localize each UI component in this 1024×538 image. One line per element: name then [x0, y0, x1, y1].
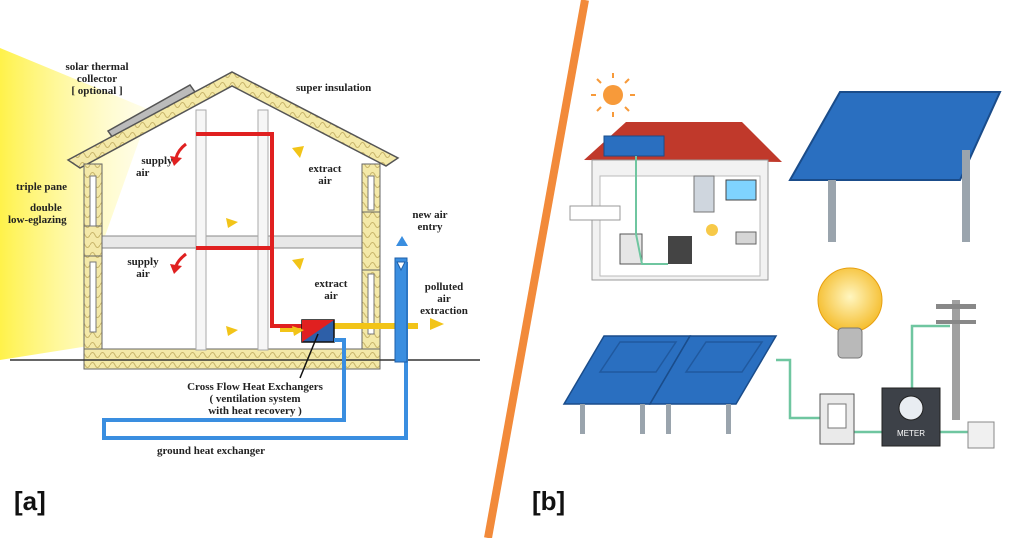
heat-exchanger-red-half: [302, 320, 334, 342]
label-line: new air: [412, 209, 448, 221]
label-super-insulation: super insulation: [296, 82, 372, 94]
array-panel-4: [684, 341, 764, 373]
supply-air-duct: [196, 132, 302, 328]
label-line: extraction: [420, 305, 468, 317]
meter-dial: [898, 395, 924, 421]
label-line: air: [324, 290, 338, 302]
interior-column-1: [195, 109, 207, 351]
extract-arrow-4: [226, 326, 238, 336]
label-line: air: [136, 167, 150, 179]
new-air-arrow: [396, 236, 408, 246]
label-double-glazing: double low-eglazing: [8, 202, 67, 226]
new-air-intake-pipe: [394, 257, 408, 363]
panel-b-solar-illustration: METER: [562, 73, 1002, 449]
wall-outlet-icon: [967, 421, 995, 449]
microwave-icon: [735, 231, 757, 245]
array-legs: [580, 404, 731, 434]
extract-air-arrows: [226, 146, 444, 336]
window-right-upper: [367, 175, 375, 211]
panel-a-tag: [a]: [14, 486, 46, 516]
polluted-air-arrow: [430, 318, 444, 330]
interior-column-2: [257, 109, 269, 351]
label-solar-collector: solar thermal collector [ optional ]: [42, 61, 152, 97]
label-line: low-eglazing: [8, 214, 67, 226]
house-wiring: [635, 156, 668, 265]
solar-array-icon: [562, 335, 778, 405]
label-new-air-entry: new air entry: [404, 209, 456, 233]
house-mid-floor-insulation-right: [361, 211, 381, 271]
window-left-upper: [89, 175, 97, 227]
label-line: entry: [417, 221, 443, 233]
sunlight-beam: [0, 48, 150, 360]
supply-air-arrowhead-upper: [170, 156, 182, 166]
battery-icon: [668, 236, 692, 264]
label-supply-air-upper: supply air: [132, 155, 182, 179]
heat-exchanger-pointer: [299, 333, 319, 379]
label-extract-air-lower: extract air: [306, 278, 356, 302]
extract-arrow-2: [292, 258, 304, 270]
solar-house-icon: [569, 122, 782, 281]
label-line: air: [437, 293, 451, 305]
large-solar-panel-icon: [788, 91, 1002, 242]
window-left-lower: [89, 261, 97, 333]
label-line: solar thermal: [65, 61, 129, 73]
house-floor-slab: [83, 348, 381, 370]
label-line: extract: [314, 278, 348, 290]
label-line: polluted: [424, 281, 464, 293]
supply-air-arrowhead-lower: [170, 264, 182, 274]
ground-heat-pipe: [102, 262, 408, 440]
label-line: supply: [141, 155, 173, 167]
label-line: [ optional ]: [71, 85, 123, 97]
inverter-switch-face: [827, 403, 847, 429]
house-bulb-icon: [706, 224, 718, 236]
panel-a-house-diagram: [0, 48, 480, 440]
label-line: air: [136, 268, 150, 280]
label-extract-air-upper: extract air: [300, 163, 350, 187]
extract-arrow-5: [292, 326, 304, 336]
label-polluted-air-extraction: polluted air extraction: [412, 281, 476, 317]
supply-air-arrow-lower: [174, 252, 187, 267]
fridge-icon: [693, 175, 715, 213]
large-panel-surface: [788, 91, 1002, 181]
array-panel-3: [598, 341, 678, 373]
label-line: air: [318, 175, 332, 187]
supply-air-arrow-upper: [174, 142, 187, 159]
label-line: double: [30, 202, 62, 214]
panel-divider: [484, 0, 589, 538]
extract-arrow-3: [226, 218, 238, 228]
meter-label: METER: [897, 429, 925, 438]
label-line: collector: [76, 73, 118, 85]
label-line: ( ventilation system: [209, 393, 301, 405]
utility-pole-icon: [936, 300, 976, 420]
panel-b-tag: [b]: [532, 486, 566, 516]
extract-arrow-1: [292, 146, 304, 158]
house-balcony: [569, 205, 621, 221]
sun-icon: [591, 73, 635, 117]
label-ground-heat-exchanger: ground heat exchanger: [157, 445, 265, 457]
label-line: extract: [308, 163, 342, 175]
label-line: Cross Flow Heat Exchangers: [187, 381, 323, 393]
label-triple-pane: triple pane: [16, 181, 68, 193]
new-air-inlet-marker: [396, 261, 406, 272]
label-line: supply: [127, 256, 159, 268]
label-supply-air-lower: supply air: [118, 256, 168, 280]
large-panel-leg-2: [962, 150, 970, 242]
tv-icon: [725, 179, 757, 201]
roof-insulation: [66, 71, 400, 169]
window-right-lower: [367, 273, 375, 335]
label-line: with heat recovery ): [208, 405, 302, 417]
large-panel-leg-1: [828, 180, 836, 242]
label-heat-exchanger: Cross Flow Heat Exchangers ( ventilation…: [160, 381, 350, 417]
house-mid-floor-insulation-left: [83, 225, 103, 257]
light-bulb-icon: [817, 267, 883, 359]
roof-solar-panel: [603, 135, 665, 157]
